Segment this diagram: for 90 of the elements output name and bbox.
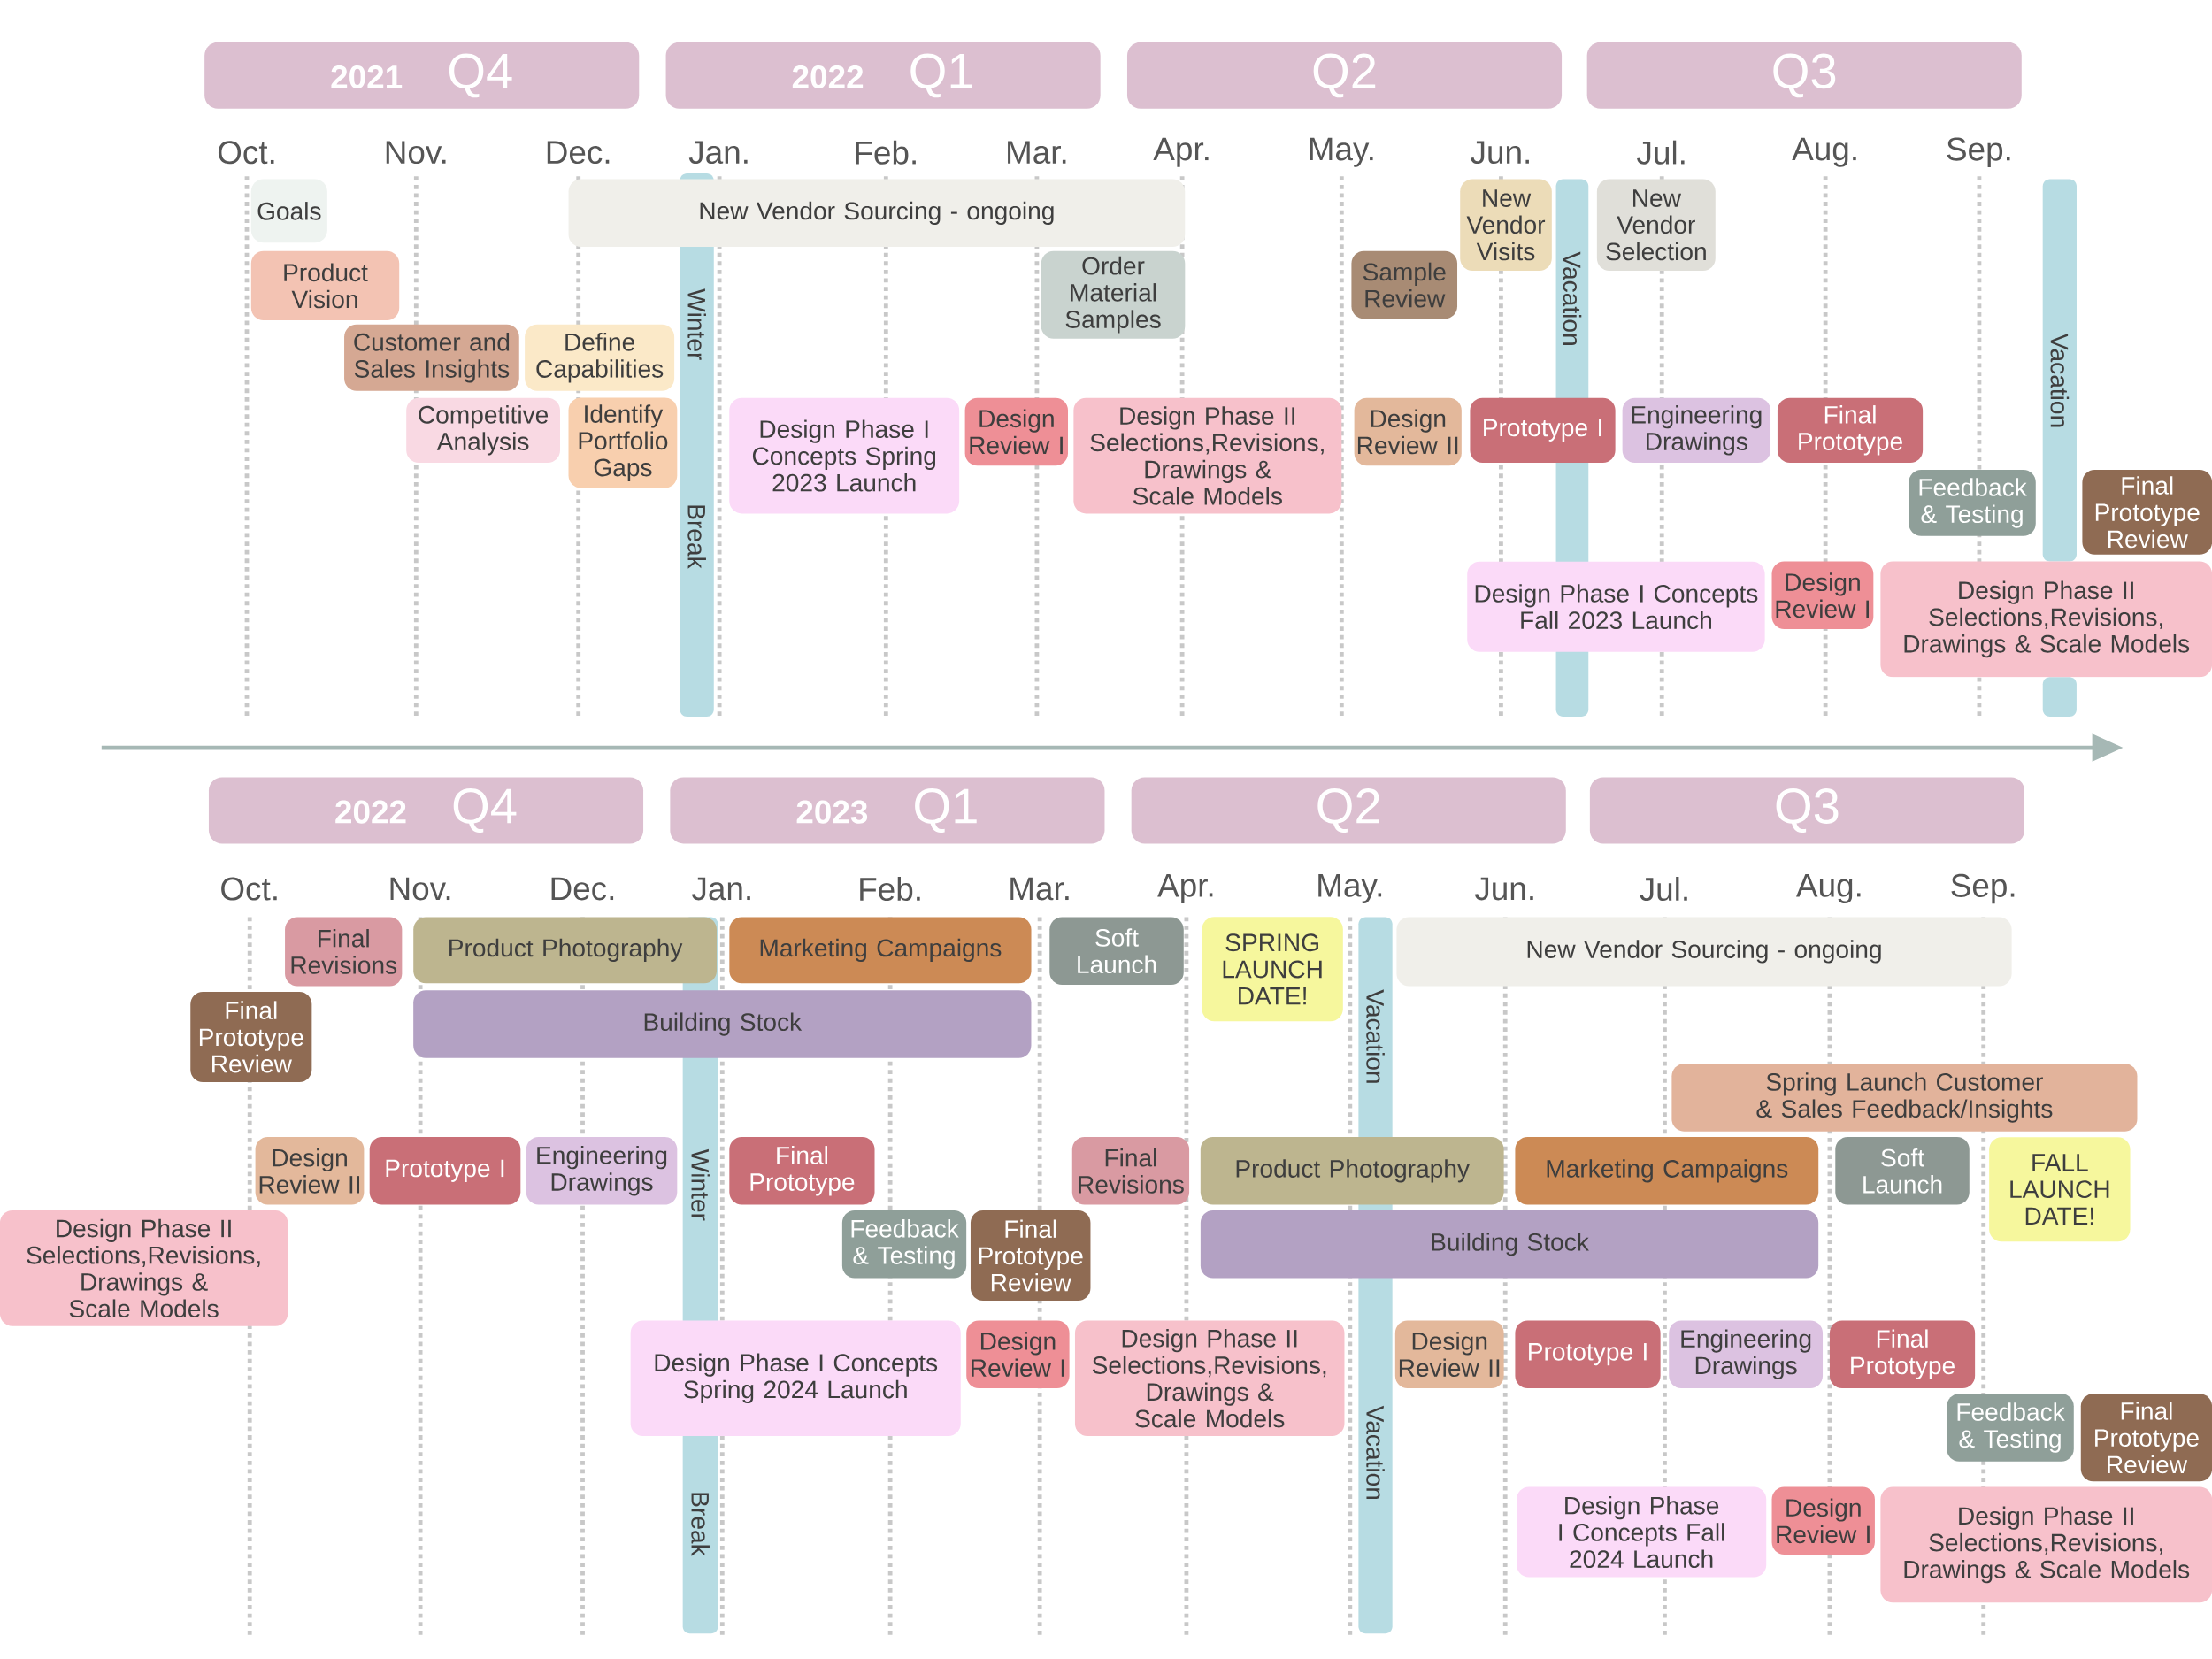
task-box: Final Prototype Review [2082,469,2212,555]
task-box: Final Prototype [729,1137,875,1205]
task-box: Engineering Drawings [1669,1320,1824,1388]
month-label: Oct. [218,141,274,165]
task-box: Identify Portfolio Gaps [568,397,678,488]
month-label: Jul. [1640,877,1687,902]
task-box: Design Review I [1771,561,1874,630]
task-box: Marketing Campaigns [1515,1137,1819,1205]
task-box: Design Phase II Selections,Revisions, Drawings & Scale Models [1880,561,2212,678]
task-box: Final Prototype Review [2080,1394,2212,1482]
quarter-banner: 2022 Q4 [208,777,644,844]
quarter-banner: Q2 [1131,777,1566,844]
task-box: Feedback & Testing [1947,1394,2074,1462]
month-label: Dec. [551,877,614,901]
task-box: Building Stock [1200,1210,1819,1279]
quarter-banner: Q3 [1586,42,2022,109]
month-label: Nov. [386,141,446,165]
month-label: Jan. [692,877,750,901]
task-box: Marketing Campaigns [729,917,1032,984]
month-label: Jun. [1474,877,1533,901]
task-box: Customer and Sales Insights [344,324,519,391]
task-box: Final Revisions [1071,1137,1190,1205]
month-label: Aug. [1796,874,1861,904]
task-box: Design Phase I Concepts Fall 2023 Launch [1467,561,1765,652]
task-box: Design Phase II Selections,Revisions, Drawings & Scale Models [1074,1320,1345,1437]
month-label: Apr. [1157,874,1213,904]
task-box: Design Review II [1394,1320,1504,1388]
task-box: Design Phase II Selections,Revisions, Drawings & Scale Models [1073,397,1342,514]
task-box: Soft Launch [1835,1137,1970,1205]
task-box: Product Photography [413,917,717,984]
task-box: Final Prototype [1829,1320,1976,1388]
task-box: Define Capabilities [525,324,675,391]
quarter-banner: 2021 Q4 [204,42,640,109]
task-box: Final Prototype [1777,397,1924,463]
month-label: Feb. [860,877,920,902]
task-box: Final Revisions [285,917,403,987]
month-label: Sep. [1951,873,2015,904]
task-box: Spring Launch Customer & Sales Feedback/Insights [1671,1064,2138,1132]
task-box: Goals [250,179,327,243]
task-box: New Vendor Sourcing - ongoing [1396,917,2012,987]
month-label: Feb. [856,140,916,165]
task-box: Design Review II [255,1137,365,1205]
task-box: Design Phase II Selections,Revisions, Drawings & Scale Models [0,1210,288,1326]
task-box: Sample Review [1351,250,1457,319]
task-box: Design Review I [1771,1486,1875,1555]
task-box: Design Review II [1354,397,1462,466]
quarter-banner: 2023 Q1 [670,777,1105,844]
task-box: Competitive Analysis [406,397,560,463]
month-label: Jul. [1637,140,1685,165]
task-box: Prototype I [369,1137,521,1205]
task-box: Engineering Drawings [526,1137,678,1205]
task-box: Design Phase I Concepts Spring 2024 Launch [630,1320,961,1437]
task-box: Product Vision [250,250,400,320]
task-box: Feedback & Testing [1909,469,2036,536]
quarter-banner: 2022 Q1 [665,42,1101,109]
month-label: Apr. [1153,137,1209,167]
month-label: Sep. [1947,137,2010,167]
quarter-banner: Q3 [1589,777,2024,844]
month-label: Mar. [1010,877,1069,901]
task-box: Engineering Drawings [1622,397,1770,463]
month-label: Oct. [221,877,277,901]
month-label: Mar. [1008,141,1066,165]
vacation-bar: Vacation [2042,179,2077,562]
task-box: Final Prototype Review [190,991,312,1082]
task-box: Feedback & Testing [841,1210,967,1279]
quarter-banner: Q2 [1126,42,1563,109]
month-label: Jun. [1471,141,1529,165]
task-box: Design Phase I Concepts Fall 2024 Launch [1517,1486,1767,1578]
month-label: Jan. [688,141,748,165]
task-box: Product Photography [1200,1137,1504,1205]
task-box: New Vendor Visits [1460,179,1552,272]
task-box: Order Material Samples [1041,250,1186,339]
task-box: SPRING LAUNCH DATE! [1202,917,1343,1022]
task-box: Design Phase II Selections,Revisions, Drawings & Scale Models [1880,1486,2212,1603]
task-box: FALL LAUNCH DATE! [1989,1137,2131,1242]
task-box: Prototype I [1515,1320,1661,1388]
month-label: Dec. [547,141,610,165]
task-box: Design Review I [964,397,1068,466]
month-label: May. [1318,874,1382,904]
task-box: Building Stock [413,990,1032,1058]
task-box: Design Phase I Concepts Spring 2023 Launch [729,397,960,514]
task-box: New Vendor Selection [1596,179,1716,272]
month-label: Nov. [390,877,450,901]
task-box: Soft Launch [1049,917,1184,985]
task-box: Final Prototype Review [970,1210,1091,1302]
task-box: New Vendor Sourcing - ongoing [568,179,1186,248]
month-label: May. [1310,137,1373,167]
task-box: Prototype I [1470,397,1616,463]
task-box: Design Review I [966,1320,1070,1388]
month-label: Aug. [1792,137,1856,167]
